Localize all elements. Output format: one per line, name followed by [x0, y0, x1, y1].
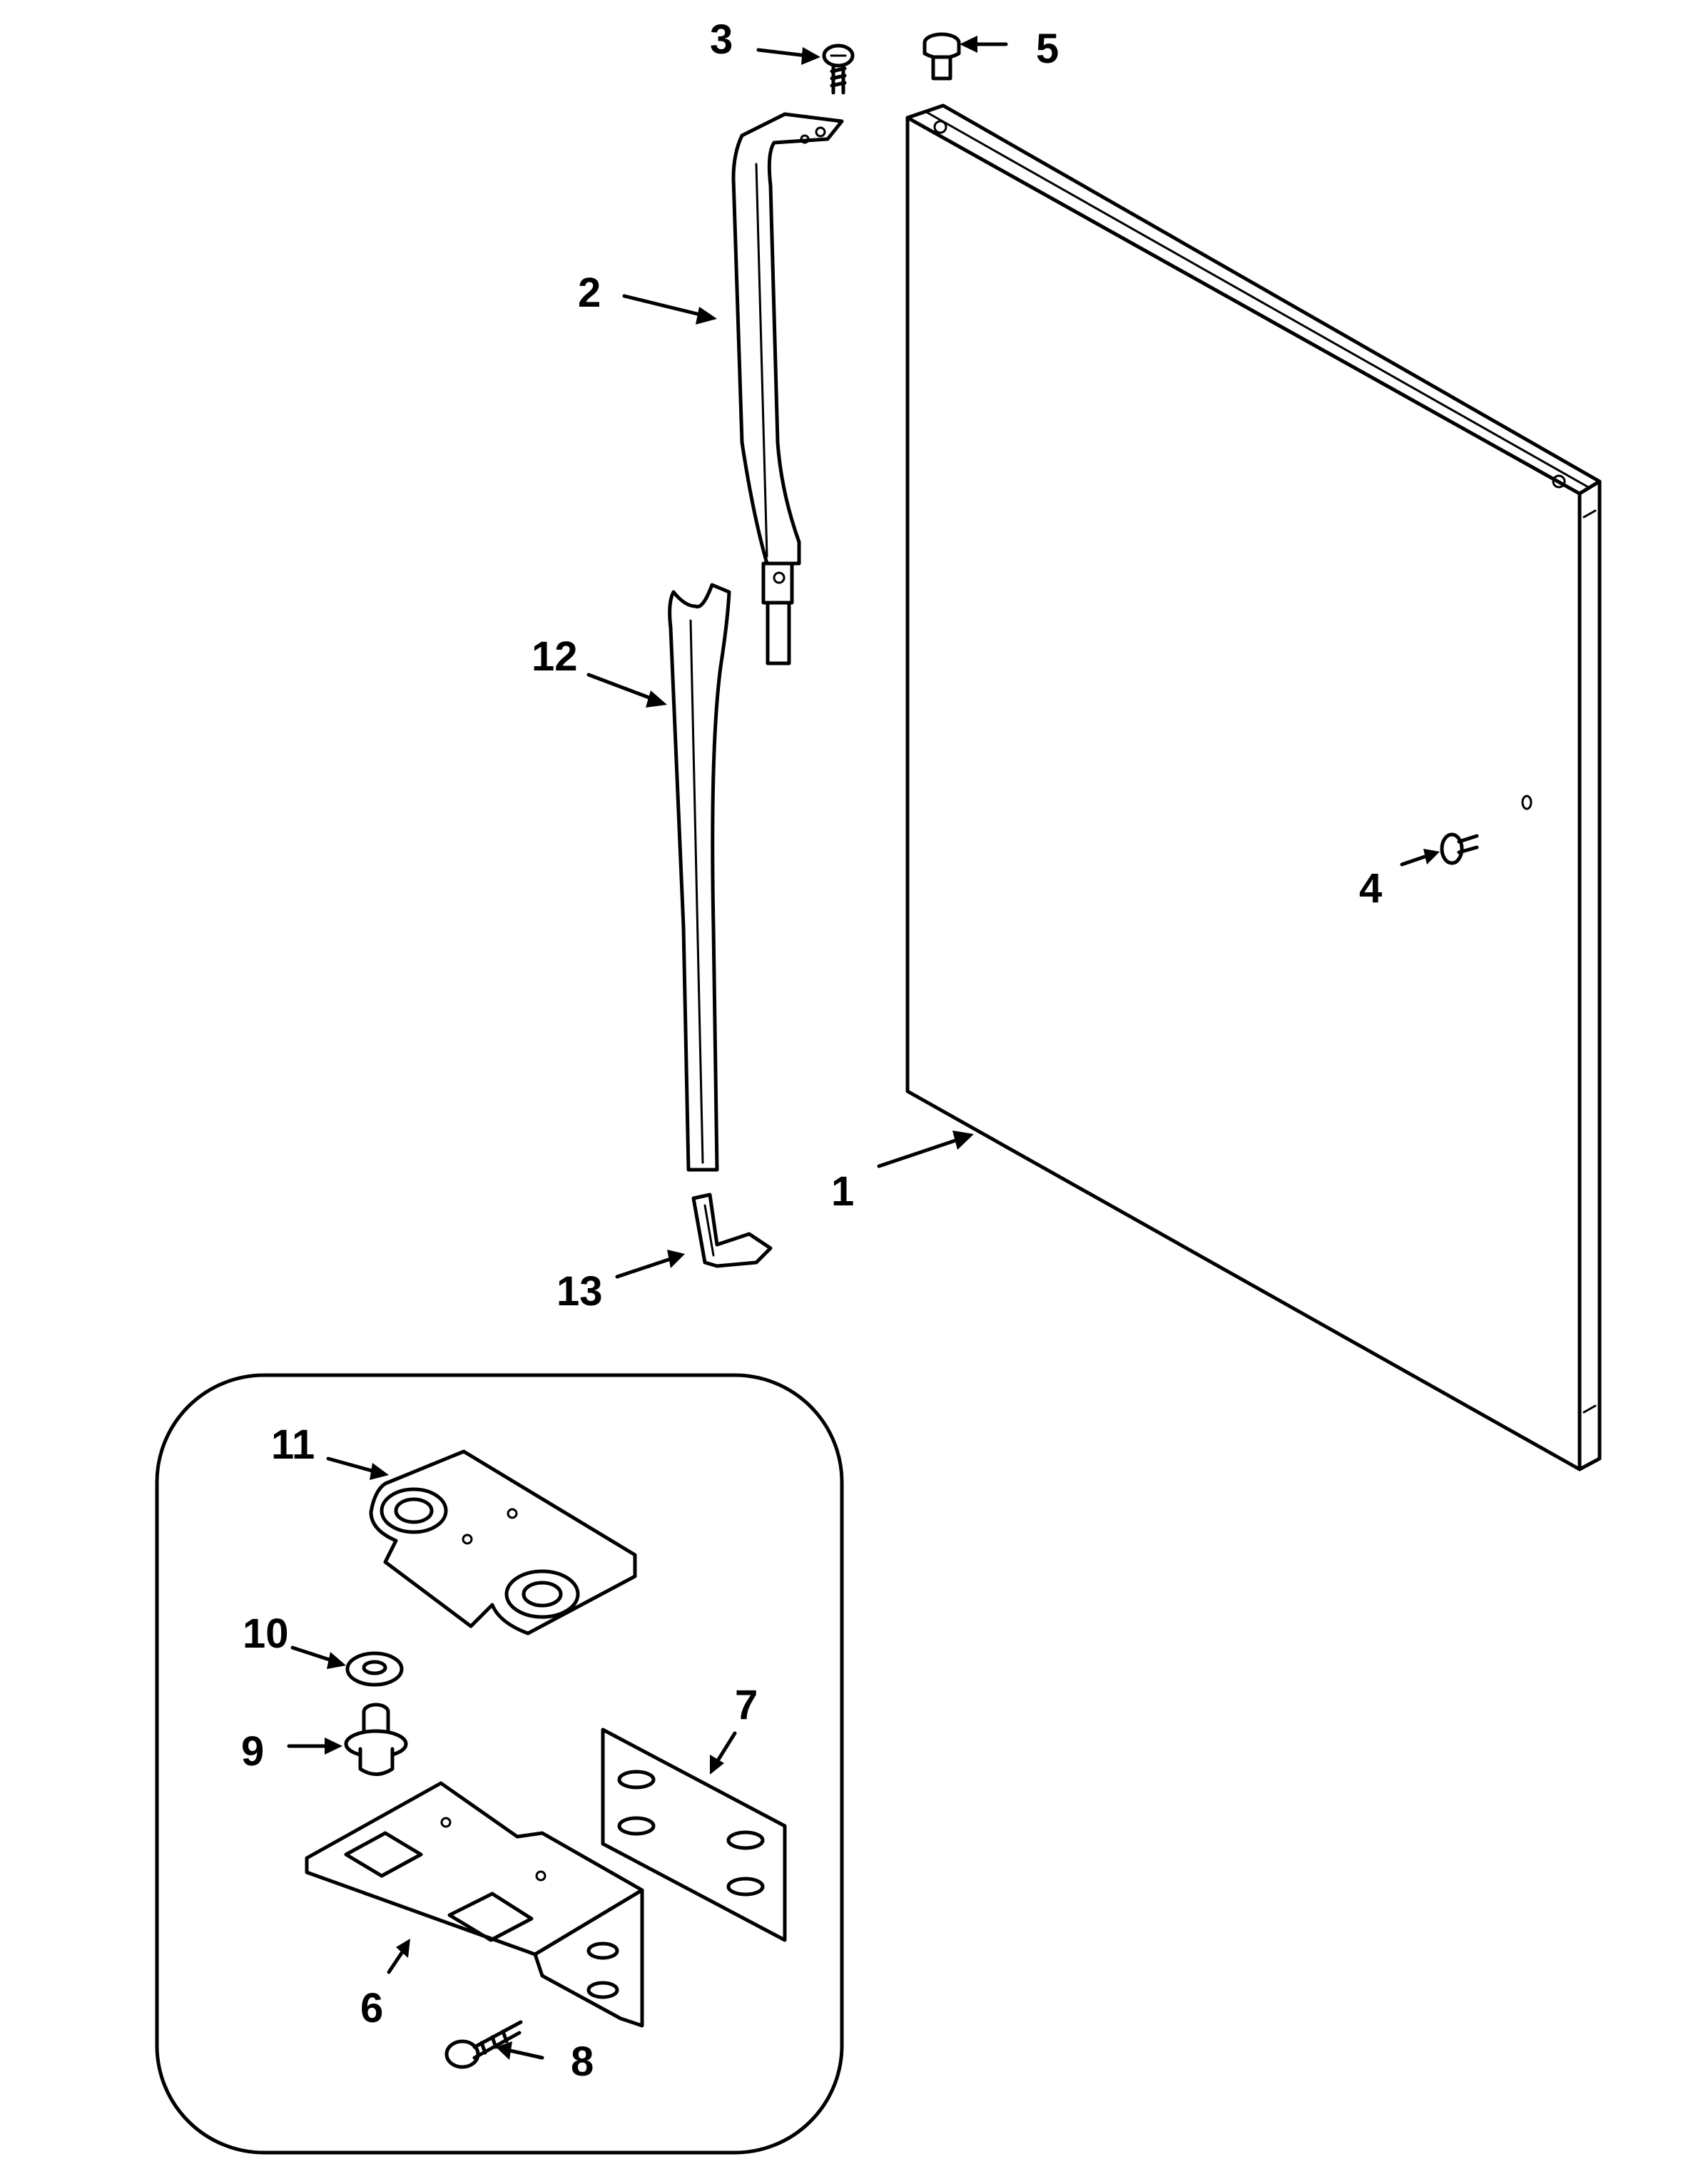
callout-10: 10 — [243, 1611, 289, 1657]
washer-10 — [345, 1651, 404, 1687]
screw-3 — [822, 44, 855, 95]
hinge-pin-9 — [344, 1703, 408, 1776]
door-stop-4 — [1440, 832, 1479, 865]
leader-arrows — [287, 36, 1440, 2060]
handle-trim-strip — [668, 583, 731, 1172]
callout-1: 1 — [831, 1168, 854, 1215]
hinge-plate-7 — [601, 1728, 787, 1942]
callout-8: 8 — [571, 2038, 594, 2085]
callout-5: 5 — [1036, 26, 1059, 72]
hinge-detail-inset — [155, 1373, 844, 2155]
callout-7: 7 — [735, 1682, 758, 1728]
callout-6: 6 — [360, 1985, 383, 2031]
bottom-hinge-6 — [305, 1781, 644, 2028]
upper-handle — [731, 112, 844, 665]
callout-12: 12 — [532, 633, 578, 680]
callout-2: 2 — [578, 270, 601, 316]
callout-3: 3 — [710, 16, 733, 63]
screw-8 — [444, 2020, 523, 2069]
top-hinge-11 — [369, 1449, 637, 1636]
door-panel — [905, 103, 1602, 1471]
callout-13: 13 — [556, 1268, 603, 1315]
callout-11: 11 — [271, 1422, 315, 1468]
end-cap — [691, 1193, 773, 1268]
plug-button-5 — [922, 32, 961, 81]
callout-4: 4 — [1359, 865, 1382, 912]
callout-9: 9 — [241, 1728, 264, 1775]
